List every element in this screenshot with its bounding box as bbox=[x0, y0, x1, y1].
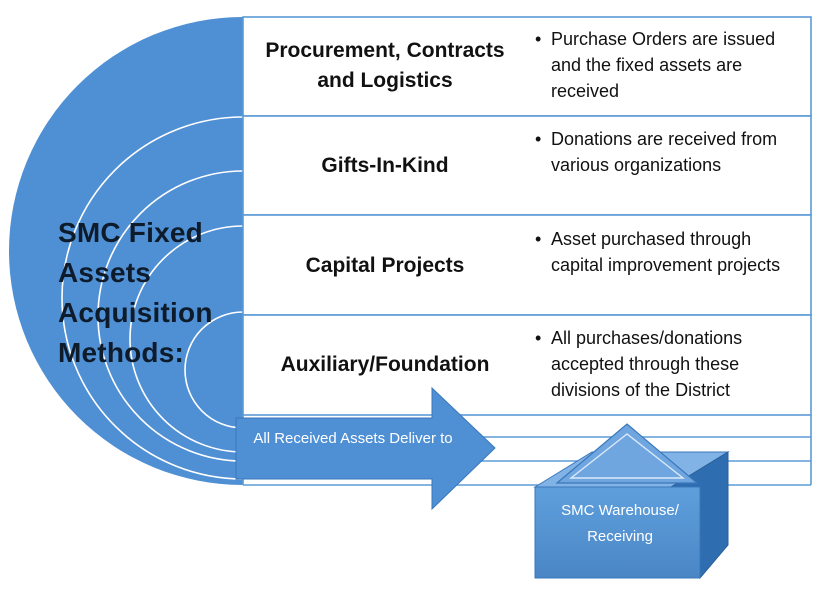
table-row-1 bbox=[242, 16, 812, 117]
bullet-text: Donations are received from various orga… bbox=[551, 129, 778, 175]
method-description-procurement: • Purchase Orders are issued and the fix… bbox=[531, 26, 806, 104]
table-row-3 bbox=[242, 214, 812, 316]
concentric-arcs bbox=[61, 116, 243, 480]
bullet-text: Asset purchased through capital improvem… bbox=[551, 229, 781, 275]
bullet-text: All purchases/donations accepted through… bbox=[551, 328, 743, 400]
method-description-auxiliary-foundation: • All purchases/donations accepted throu… bbox=[531, 325, 806, 403]
warehouse-box bbox=[533, 423, 730, 580]
method-title-procurement: Procurement, Contracts and Logistics bbox=[265, 39, 505, 92]
method-title-gifts-in-kind: Gifts-In-Kind bbox=[321, 154, 449, 177]
page-title: SMC Fixed Assets Acquisition Methods: bbox=[58, 217, 213, 368]
bullet-icon: • bbox=[535, 328, 542, 348]
delivery-arrow bbox=[235, 386, 496, 511]
bullet-text: Purchase Orders are issued and the fixed… bbox=[551, 29, 776, 101]
bullet-icon: • bbox=[535, 29, 542, 49]
methods-table bbox=[242, 16, 812, 416]
table-row-2 bbox=[242, 115, 812, 216]
method-title-auxiliary-foundation: Auxiliary/Foundation bbox=[280, 353, 490, 376]
method-description-capital-projects: • Asset purchased through capital improv… bbox=[531, 226, 806, 278]
warehouse-label: SMC Warehouse/ Receiving bbox=[561, 502, 679, 545]
bullet-icon: • bbox=[535, 229, 542, 249]
table-row-4 bbox=[242, 314, 812, 416]
bullet-icon: • bbox=[535, 129, 542, 149]
method-description-gifts-in-kind: • Donations are received from various or… bbox=[531, 126, 806, 178]
arrow-label: All Received Assets Deliver to bbox=[253, 430, 453, 447]
method-title-capital-projects: Capital Projects bbox=[305, 254, 465, 277]
